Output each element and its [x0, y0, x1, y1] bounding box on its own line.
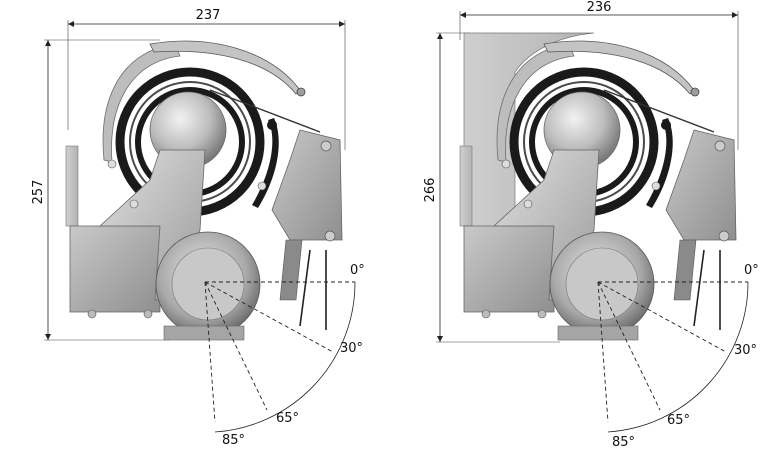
- height-label: 266: [423, 178, 438, 203]
- view-left: 237 257 0° 30° 65° 85°: [31, 8, 365, 448]
- view-right: 236 266 0° 30° 65° 85°: [423, 0, 759, 450]
- angle-label-30: 30°: [340, 341, 363, 356]
- angle-label-65: 65°: [276, 411, 299, 426]
- angle-label-0: 0°: [744, 263, 759, 278]
- angle-label-65: 65°: [667, 413, 690, 428]
- width-label: 237: [196, 8, 221, 23]
- angle-label-85: 85°: [612, 435, 635, 450]
- angle-label-30: 30°: [734, 343, 757, 358]
- awning-mechanism-left: [66, 41, 342, 340]
- angle-label-85: 85°: [222, 433, 245, 448]
- angle-label-0: 0°: [350, 263, 365, 278]
- width-label: 236: [587, 0, 612, 15]
- height-label: 257: [31, 180, 46, 205]
